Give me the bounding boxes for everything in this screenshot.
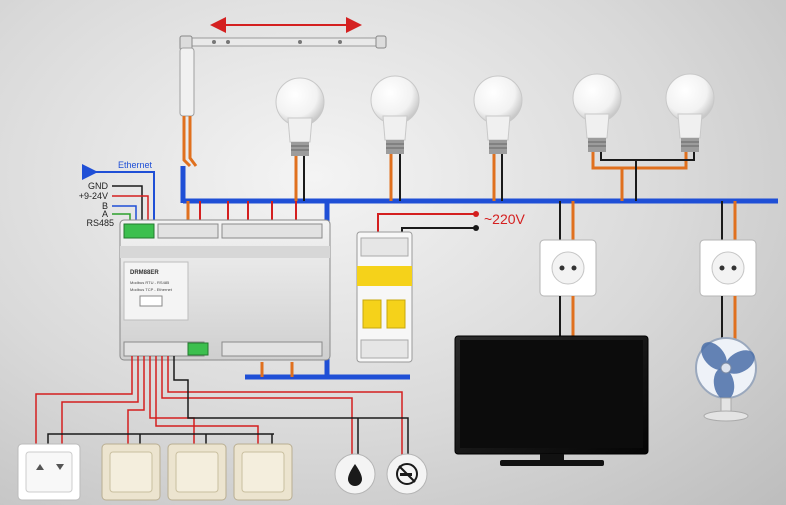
water-leak-sensor-icon <box>334 453 376 495</box>
relay-wires <box>186 201 297 377</box>
curtain-motor-icon <box>179 35 387 117</box>
power-socket-2-icon <box>699 201 757 340</box>
blind-switch <box>17 443 81 501</box>
tv-icon <box>454 335 649 466</box>
controller-brand: DRM88ER <box>130 270 159 276</box>
controller-line2: Modbus TCP - Ethernet <box>130 287 173 292</box>
circuit-breaker-icon <box>356 231 413 363</box>
smoke-sensor-icon <box>386 453 428 495</box>
ethernet-label: Ethernet <box>118 160 153 170</box>
bulb-4 <box>572 73 622 152</box>
curtain-wires <box>182 116 198 168</box>
fan-icon <box>695 337 757 422</box>
bulb-1 <box>275 77 325 201</box>
bulb-2 <box>370 75 420 201</box>
wall-switch-3 <box>233 443 293 501</box>
wall-switch-2 <box>167 443 227 501</box>
bulb-pair-wires <box>591 152 695 201</box>
controller-module: DRM88ER Modbus RTU - RS485 Modbus TCP - … <box>119 219 331 361</box>
mains-feed: ~220V <box>377 211 526 232</box>
gnd-label: GND <box>88 181 109 191</box>
input-wires <box>35 356 409 458</box>
mains-label: ~220V <box>484 211 526 227</box>
wall-switch-1 <box>101 443 161 501</box>
controller-line1: Modbus RTU - RS485 <box>130 280 170 285</box>
power-socket-icon <box>539 201 597 336</box>
bulb-3 <box>473 75 523 201</box>
rs485-label: RS485 <box>86 218 114 228</box>
bulb-5 <box>665 73 715 152</box>
b-label: B <box>102 201 108 211</box>
bus-input-wires <box>82 164 155 222</box>
power-label: +9-24V <box>79 191 108 201</box>
a-label: A <box>102 209 108 219</box>
